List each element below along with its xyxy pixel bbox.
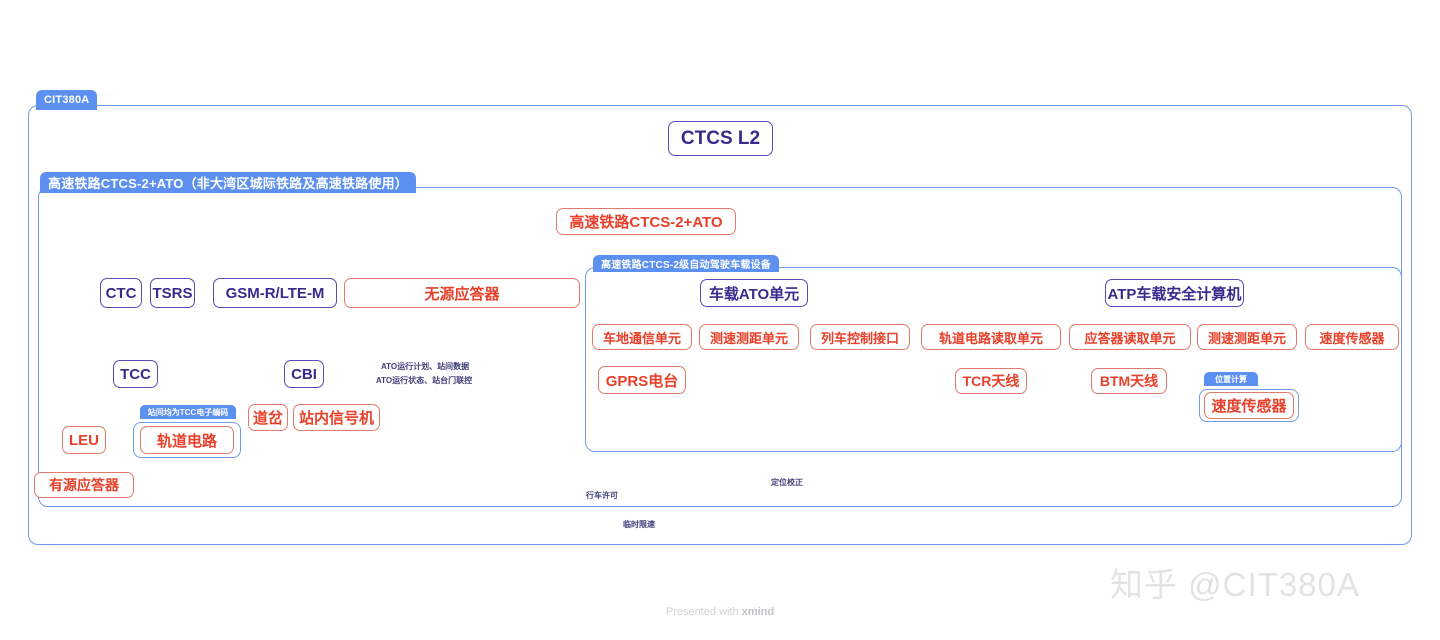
node-station-signal[interactable]: 站内信号机 xyxy=(293,404,380,431)
node-speed-sensor-top-label: 速度传感器 xyxy=(1319,330,1385,346)
node-speed-dist-1-label: 测速测距单元 xyxy=(709,330,788,346)
edge-label-temp-speed-limit: 临时限速 xyxy=(620,519,658,530)
panel-line-tab: 高速铁路CTCS-2+ATO（非大湾区城际铁路及高速铁路使用） xyxy=(40,172,416,193)
node-vehicle-ground-comm-label: 车地通信单元 xyxy=(602,330,681,346)
node-track-circuit[interactable]: 轨道电路 xyxy=(140,426,234,454)
node-tcr-antenna[interactable]: TCR天线 xyxy=(955,368,1027,394)
node-switch[interactable]: 道岔 xyxy=(248,404,288,431)
panel-onboard-tab: 高速铁路CTCS-2级自动驾驶车载设备 xyxy=(593,255,779,272)
node-tsrs[interactable]: TSRS xyxy=(150,278,195,308)
node-switch-label: 道岔 xyxy=(252,410,283,427)
node-passive-balise[interactable]: 无源应答器 xyxy=(344,278,580,308)
node-speed-dist-2[interactable]: 测速测距单元 xyxy=(1197,324,1297,350)
node-speed-sensor[interactable]: 速度传感器 xyxy=(1204,392,1294,419)
node-track-circuit-reader-label: 轨道电路读取单元 xyxy=(938,330,1043,346)
badge-position-calc: 位置计算 xyxy=(1204,372,1258,386)
badge-position-calc-label: 位置计算 xyxy=(1215,374,1247,384)
node-balise-reader-label: 应答器读取单元 xyxy=(1084,330,1176,346)
badge-track-circuit: 站间均为TCC电子编码 xyxy=(140,405,236,419)
watermark-text: 知乎 @CIT380A xyxy=(1110,566,1360,603)
footer-credit-brand: xmind xyxy=(741,606,775,618)
node-gprs-label: GPRS电台 xyxy=(605,372,679,390)
edge-label-ato-status-text: ATO运行状态、站台门联控 xyxy=(376,376,473,385)
node-btm-antenna[interactable]: BTM天线 xyxy=(1091,368,1167,394)
node-atp-computer-label: ATP车载安全计算机 xyxy=(1107,285,1242,303)
node-ctc-label: CTC xyxy=(105,284,137,302)
node-gsmr[interactable]: GSM-R/LTE-M xyxy=(213,278,337,308)
node-gprs[interactable]: GPRS电台 xyxy=(598,366,686,394)
panel-line-tab-label: 高速铁路CTCS-2+ATO（非大湾区城际铁路及高速铁路使用） xyxy=(48,176,408,191)
edge-label-temp-speed-limit-text: 临时限速 xyxy=(623,520,655,529)
node-leu[interactable]: LEU xyxy=(62,426,106,454)
panel-onboard-tab-label: 高速铁路CTCS-2级自动驾驶车载设备 xyxy=(601,260,771,271)
edge-label-movement-authority: 行车许可 xyxy=(583,490,621,501)
node-train-control-if[interactable]: 列车控制接口 xyxy=(810,324,910,350)
node-train-control-if-label: 列车控制接口 xyxy=(820,330,899,346)
node-track-circuit-reader[interactable]: 轨道电路读取单元 xyxy=(921,324,1061,350)
node-tcr-antenna-label: TCR天线 xyxy=(962,373,1020,389)
node-speed-dist-2-label: 测速测距单元 xyxy=(1207,330,1286,346)
node-tsrs-label: TSRS xyxy=(152,284,193,302)
node-ctc[interactable]: CTC xyxy=(100,278,142,308)
level-title-box[interactable]: CTCS L2 xyxy=(668,121,773,156)
node-station-signal-label: 站内信号机 xyxy=(298,410,374,427)
node-ato-unit[interactable]: 车载ATO单元 xyxy=(700,279,808,307)
edge-label-ato-status: ATO运行状态、站台门联控 xyxy=(373,375,476,386)
node-gsmr-label: GSM-R/LTE-M xyxy=(225,284,325,302)
system-title-label: 高速铁路CTCS-2+ATO xyxy=(569,214,723,231)
node-passive-balise-label: 无源应答器 xyxy=(424,285,500,303)
node-speed-sensor-label: 速度传感器 xyxy=(1211,398,1287,415)
node-ato-unit-label: 车载ATO单元 xyxy=(708,285,800,303)
node-cbi[interactable]: CBI xyxy=(284,360,324,388)
panel-root-tab: CIT380A xyxy=(36,90,98,110)
node-cbi-label: CBI xyxy=(291,365,317,383)
footer-credit-prefix: Presented with xyxy=(665,606,742,618)
node-active-balise[interactable]: 有源应答器 xyxy=(34,472,134,498)
node-speed-dist-1[interactable]: 测速测距单元 xyxy=(699,324,799,350)
system-title-box[interactable]: 高速铁路CTCS-2+ATO xyxy=(556,208,736,235)
edge-label-position-fix-text: 定位校正 xyxy=(771,478,803,487)
edge-label-position-fix: 定位校正 xyxy=(768,477,806,488)
level-title-label: CTCS L2 xyxy=(680,127,761,149)
panel-root-tab-label: CIT380A xyxy=(44,94,90,106)
node-balise-reader[interactable]: 应答器读取单元 xyxy=(1069,324,1191,350)
watermark: 知乎 @CIT380A xyxy=(1110,558,1360,606)
node-speed-sensor-top[interactable]: 速度传感器 xyxy=(1305,324,1399,350)
edge-label-movement-authority-text: 行车许可 xyxy=(586,491,618,500)
node-btm-antenna-label: BTM天线 xyxy=(1099,373,1159,389)
footer-credit: Presented with xmind xyxy=(0,606,1440,618)
node-vehicle-ground-comm[interactable]: 车地通信单元 xyxy=(592,324,692,350)
node-atp-computer[interactable]: ATP车载安全计算机 xyxy=(1105,279,1244,307)
edge-label-ato-plan: ATO运行计划、站间数据 xyxy=(378,361,473,372)
node-active-balise-label: 有源应答器 xyxy=(49,477,119,493)
node-tcc-label: TCC xyxy=(120,365,151,383)
badge-track-circuit-label: 站间均为TCC电子编码 xyxy=(147,407,229,417)
node-leu-label: LEU xyxy=(69,431,99,449)
node-tcc[interactable]: TCC xyxy=(113,360,158,388)
node-track-circuit-label: 轨道电路 xyxy=(156,432,217,450)
edge-label-ato-plan-text: ATO运行计划、站间数据 xyxy=(381,362,470,371)
